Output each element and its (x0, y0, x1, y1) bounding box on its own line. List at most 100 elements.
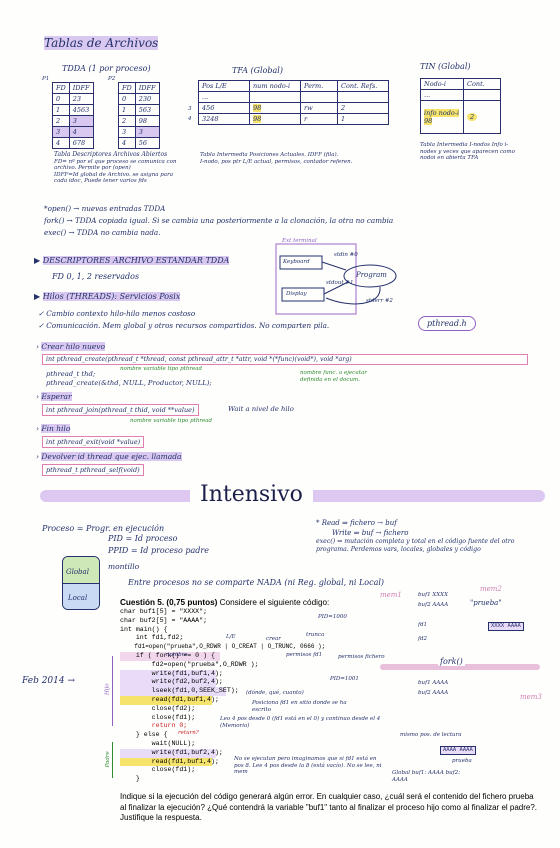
hilos-title: ▶ Hilos (THREADS): Servicios Posix (34, 292, 181, 301)
esperar-note2: nombre variable tipo pthread (130, 418, 213, 424)
global3-label: Global buf1: AAAA buf2: AAAA (392, 770, 461, 783)
cell: 456 (198, 102, 250, 114)
tfa-note: I-nodo, pos ptr L/E actual, permisos, co… (200, 158, 353, 165)
ann-posicion: Posiciona fd1 en sitio donde se ha escri… (252, 700, 347, 713)
proceso-pid: PID = Id proceso (108, 534, 178, 543)
feb-label: Feb 2014 → (22, 676, 76, 686)
hilos-items: ✓ Cambio contexto hilo-hilo menos costos… (38, 308, 329, 332)
code-line: if ( fork() == 0 ) { (120, 651, 220, 661)
question-text: Indique si la ejecución del código gener… (120, 792, 538, 822)
note-line: fork() → TDDA copiada igual. Si se cambi… (44, 216, 394, 225)
descriptores-title: ▶ DESCRIPTORES ARCHIVO ESTANDAR TDDA (34, 256, 230, 265)
code-line: lseek(fd1,0,SEEK_SET); (120, 687, 239, 696)
cell: ... (420, 89, 464, 101)
devolver-title-text: Devolver id thread que ejec. llamada (41, 452, 182, 461)
tin-table: Nodo-i Cont. ... info nodo-i 98 2 (420, 78, 501, 134)
tdda-title: TDDA (1 por proceso) (62, 64, 151, 73)
read-note: * Read ⇒ fichero → buf (316, 519, 397, 527)
inode-info: info nodo-i 98 (424, 109, 460, 125)
page-title: Tablas de Archivos (44, 36, 159, 50)
stdout-arrow (323, 281, 349, 295)
stdin-arrow (321, 261, 347, 271)
ann-crear: crear (266, 636, 281, 642)
cell (300, 91, 338, 103)
file2-cells: AAAA AAAA (440, 746, 476, 755)
file-cells: XXXX AAAA (488, 622, 524, 631)
ann-nose: No se ejecutan pero imaginamos que si fd… (234, 756, 382, 775)
code-line: char buf2[5] = "AAAA"; (120, 616, 208, 624)
tfa-notes: Tabla Intermedia Posiciones Actuales. ID… (200, 152, 380, 165)
crear-title-text: Crear hilo nuevo (41, 342, 105, 351)
tfa-note: Tabla Intermedia Posiciones Actuales. ID… (200, 152, 339, 158)
code-line: read(fd1,buf1,4); (120, 757, 219, 767)
inode-value: 98 (253, 115, 262, 123)
terminal-box (275, 243, 357, 315)
fin-title-text: Fin hilo (41, 424, 71, 433)
devolver-signature: pthread_t pthread_self(void) (42, 464, 144, 476)
program-label: Program (356, 271, 387, 279)
ann-return: return? (178, 730, 199, 736)
header-cell: Cont. (463, 78, 501, 90)
ann-permisos-fichero: permisos fichero (338, 654, 385, 660)
cell: 563 (134, 104, 160, 116)
cell: 1 (52, 104, 70, 116)
chevron-right-icon: › (36, 452, 39, 461)
code-block: char buf1[5] = "XXXX"; char buf2[5] = "A… (120, 608, 380, 784)
cell: 2 (463, 100, 501, 134)
ann-dondeque: (dónde, qué, cuanto) (246, 690, 304, 696)
glob2-buf2: buf2 AAAA (418, 690, 449, 696)
inode-value: 98 (253, 104, 262, 112)
fin-title: › Fin hilo (36, 424, 71, 433)
montillo-label: montillo (108, 562, 140, 571)
code-line: write(fd2,buf2,4); (120, 678, 223, 688)
tdda-note: IDFF=Id global de Archivo. se asigna par… (54, 171, 173, 185)
proceso-ppid: PPID = Id proceso padre (108, 546, 209, 555)
stderr-arrow (325, 286, 381, 305)
triangle-bullet-icon: ▶ (34, 292, 41, 301)
crear-l2: pthread_create(&thd, NULL, Productor, NU… (46, 379, 212, 387)
code-line: fd2=open("prueba",O_RDWR ); (120, 660, 259, 668)
tfa-side-3: 3 (188, 106, 192, 112)
cell: 3 (68, 115, 94, 127)
chevron-right-icon: › (36, 342, 39, 351)
ann-leo: Leo 4 pos desde 0 (fd1 está en el 0) y c… (220, 716, 381, 729)
cell: 2 (118, 115, 136, 127)
cuestion-header: Cuestión 5. (0,75 puntos) Considere el s… (120, 598, 329, 607)
local-fd1: fd1 (418, 622, 428, 628)
hijo-bracket (112, 656, 117, 726)
pthread-badge: pthread.h (418, 316, 476, 331)
cell: 2 (52, 115, 70, 127)
tfa-title: TFA (Global) (232, 66, 283, 75)
ann-pid-1000: PID=1000 (318, 614, 347, 620)
read-notes: * Read ⇒ fichero → buf Write ⇒ buf → fic… (316, 518, 548, 554)
descriptores-line: FD 0, 1, 2 reservados (52, 272, 140, 281)
mem3-label: mem3 (520, 693, 542, 701)
cell: 98 (134, 115, 160, 127)
cell: 3248 (198, 113, 250, 125)
fork-bar (380, 664, 540, 670)
global-region (63, 557, 99, 584)
cell: 23 (68, 93, 94, 105)
header-cell: Perm. (300, 80, 338, 92)
header-cell: Nodo-i (420, 78, 464, 90)
note-line: *open() → nuevas entradas TDDA (44, 204, 166, 213)
triangle-bullet-icon: ▶ (34, 256, 41, 265)
mem2-label: mem2 (480, 585, 502, 593)
code-line: close(fd2); (120, 704, 196, 712)
cell: 230 (134, 93, 160, 105)
hilos-item: ✓ Comunicación. Mem global y otros recur… (38, 321, 330, 330)
proceso-nota: Entre procesos no se comparte NADA (ni R… (128, 578, 385, 587)
crear-l1: pthread_t thd; (46, 370, 96, 378)
cuestion-title: Cuestión 5. (0,75 puntos) (120, 598, 218, 607)
code-line: read(fd1,buf1,4); (120, 695, 219, 705)
hilos-item: ✓ Cambio contexto hilo-hilo menos costos… (38, 309, 196, 318)
local-label: Local (68, 594, 88, 602)
display-box (281, 287, 325, 302)
crear-title: › Crear hilo nuevo (36, 342, 105, 351)
inode-count: 2 (467, 113, 478, 121)
header-cell: IDFF (134, 82, 160, 94)
fin-signature: int pthread_exit(void *value) (42, 436, 145, 448)
cell (249, 91, 301, 103)
hilos-title-text: Hilos (THREADS): Servicios Posix (42, 292, 181, 301)
